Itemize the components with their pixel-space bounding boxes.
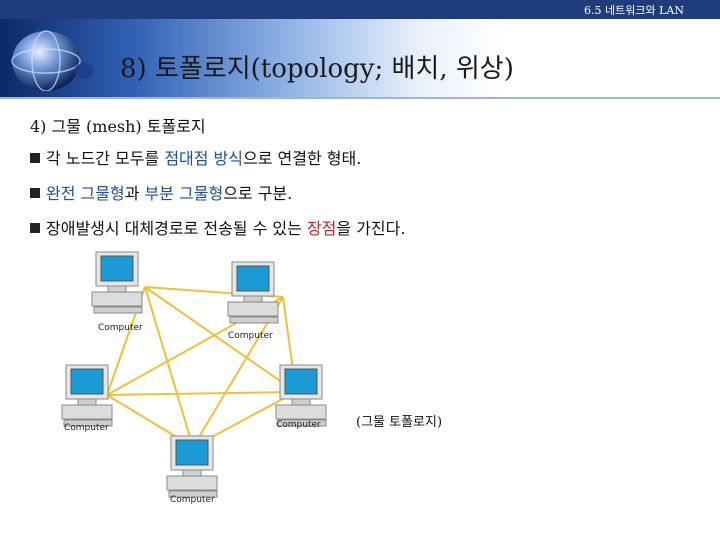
- bullet-3-text: 장애발생시 대체경로로 전송될 수 있는 장점을 가진다.: [46, 219, 405, 238]
- bullet-3: 장애발생시 대체경로로 전송될 수 있는 장점을 가진다.: [30, 215, 405, 239]
- mesh-link: [144, 286, 194, 448]
- computer-part: [227, 301, 279, 317]
- computer-part: [63, 419, 113, 427]
- title-divider: [0, 97, 720, 99]
- bullet-square-icon: [30, 223, 40, 233]
- mesh-link: [144, 286, 297, 393]
- computer-part: [77, 398, 97, 406]
- computer-part: [182, 469, 202, 477]
- computer-part: [229, 316, 279, 324]
- computer-part: [61, 404, 113, 420]
- monitor-screen-icon: [284, 368, 318, 395]
- bullet-1: 각 노드간 모두를 점대점 방식으로 연결한 형태.: [30, 145, 361, 169]
- computer-label: Computer: [170, 495, 215, 505]
- monitor-screen-icon: [175, 439, 209, 466]
- monitor-screen-icon: [100, 255, 134, 282]
- bullet-text-segment: 을 가진다.: [336, 219, 406, 238]
- mesh-link: [106, 391, 297, 396]
- bullet-text-segment: 장애발생시 대체경로로 전송될 수 있는: [46, 219, 307, 238]
- bullet-text-segment: 과: [124, 184, 145, 203]
- bullet-2: 완전 그물형과 부분 그물형으로 구분.: [30, 180, 292, 204]
- computer-part: [168, 490, 218, 498]
- bullet-text-segment: 장점: [306, 219, 337, 238]
- computer-part: [166, 475, 218, 491]
- computer-label: Computer: [228, 331, 273, 341]
- globe-logo-icon: [11, 30, 94, 91]
- bullet-text-segment: 각 노드간 모두를: [46, 149, 165, 168]
- computer-label: Computer: [276, 420, 321, 430]
- computer-node: [275, 364, 327, 427]
- top-bar: 6.5 네트워크와 LAN: [0, 0, 720, 19]
- bullet-text-segment: 으로 연결한 형태.: [243, 149, 362, 168]
- computer-label: Computer: [64, 423, 109, 433]
- section-subheading: 4) 그물 (mesh) 토폴로지: [30, 117, 206, 136]
- computer-part: [291, 398, 311, 406]
- computer-label: Computer: [98, 323, 143, 333]
- computer-part: [243, 295, 263, 303]
- computer-node: [91, 251, 143, 314]
- computer-part: [277, 419, 327, 427]
- bullet-text-segment: 점대점 방식: [164, 149, 243, 168]
- bullet-text-segment: 부분 그물형: [144, 184, 224, 203]
- bullet-square-icon: [30, 153, 40, 163]
- bullet-1-text: 각 노드간 모두를 점대점 방식으로 연결한 형태.: [46, 149, 361, 168]
- slide-title: 8) 토폴로지(topology; 배치, 위상): [120, 54, 514, 84]
- computer-part: [91, 291, 143, 307]
- computer-part: [107, 285, 127, 293]
- computer-part: [275, 404, 327, 420]
- diagram-caption: (그물 토폴로지): [356, 415, 443, 430]
- computer-node: [227, 261, 279, 324]
- monitor-screen-icon: [70, 368, 104, 395]
- computer-node: [166, 435, 218, 498]
- section-label: 6.5 네트워크와 LAN: [584, 4, 684, 17]
- bullet-text-segment: 완전 그물형: [46, 184, 125, 203]
- bullet-square-icon: [30, 188, 40, 198]
- computer-node: [61, 364, 113, 427]
- computer-part: [93, 306, 143, 314]
- monitor-screen-icon: [236, 265, 270, 292]
- title-banner: 8) 토폴로지(topology; 배치, 위상): [0, 19, 720, 97]
- bullet-text-segment: 으로 구분.: [223, 184, 293, 203]
- bullet-2-text: 완전 그물형과 부분 그물형으로 구분.: [46, 184, 292, 203]
